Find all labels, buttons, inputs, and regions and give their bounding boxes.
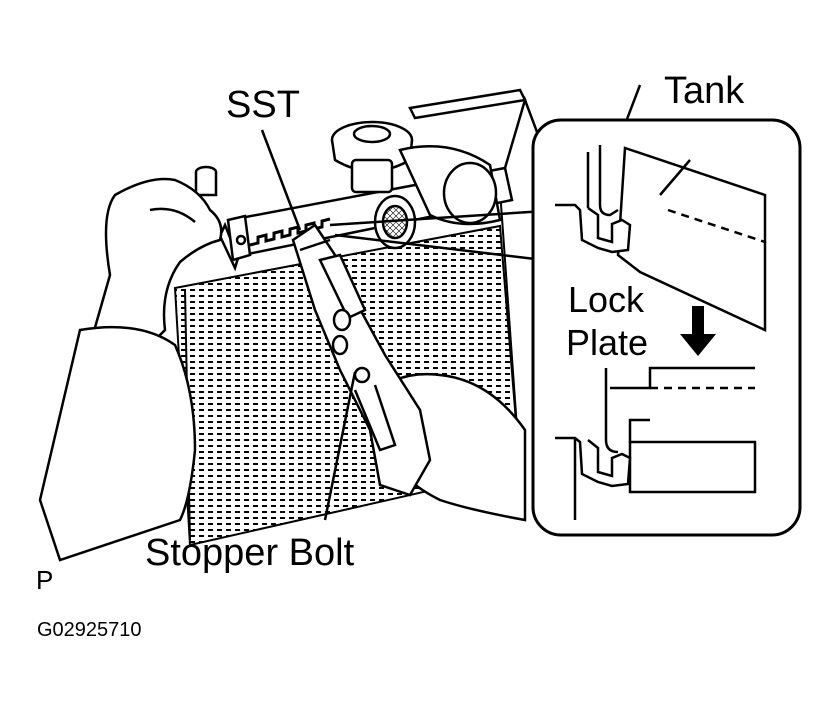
lock-label: Lock [568, 279, 645, 320]
inset-after [555, 366, 757, 520]
left-hand [38, 177, 223, 562]
leader-lines [260, 84, 642, 521]
sst-label: SST [226, 84, 300, 126]
radiator-cap [330, 120, 414, 194]
plate-label: Plate [566, 322, 649, 363]
figure-code: G02925710 [37, 619, 142, 641]
inlet-pipe [373, 145, 502, 250]
stopper-bolt-label: Stopper Bolt [145, 532, 355, 574]
left-fitting [194, 165, 252, 262]
inset-before [555, 145, 767, 332]
inset-detail [531, 118, 802, 537]
down-arrow-icon [680, 306, 716, 356]
tank-label: Tank [664, 70, 745, 112]
sst-tool [291, 223, 432, 497]
view-code: P [36, 565, 54, 595]
